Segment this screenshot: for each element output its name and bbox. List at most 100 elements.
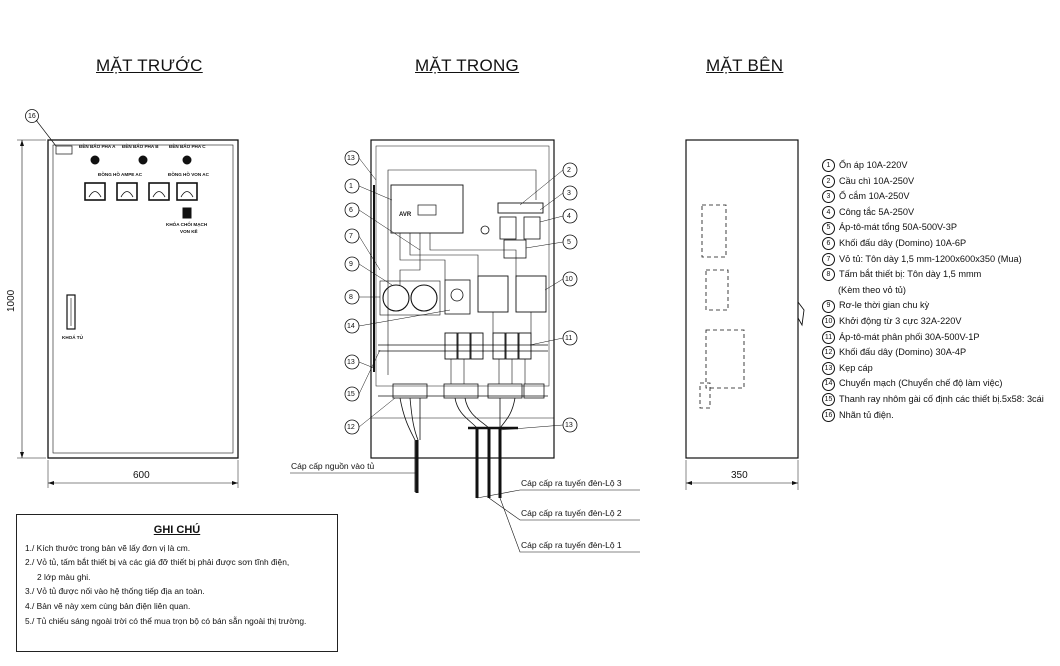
door-lock-icon <box>66 294 76 330</box>
callout-left-text: 7 <box>349 233 353 240</box>
callout-left-text: 9 <box>349 261 353 268</box>
legend-text: Công tắc 5A-250V <box>839 206 915 217</box>
note-item: 4./ Bản vẽ này xem cùng bản điện liên qu… <box>25 600 191 611</box>
cable-supply-label: Cáp cấp nguồn vào tủ <box>291 461 375 471</box>
contactor-k1 <box>477 275 509 313</box>
callout-right-text: 5 <box>567 239 571 246</box>
legend-text: Kẹp cáp <box>839 362 873 373</box>
front-lock-label: KHOÁ TỦ <box>62 335 83 340</box>
legend-text: Áp-tô-mát phân phối 30A-500V-1P <box>839 331 980 342</box>
callout-left-text: 12 <box>347 424 355 431</box>
legend-number: 16 <box>822 408 835 422</box>
note-item: 2./ Vỏ tủ, tấm bắt thiết bị và các giá đ… <box>25 557 290 568</box>
legend-text: Vỏ tủ: Tôn dày 1,5 mm-1200x600x350 (Mua) <box>839 253 1022 264</box>
front-lamp-c-label: ĐÈN BÁO PHA C <box>169 144 206 149</box>
legend-number: 15 <box>822 393 835 407</box>
front-door-inner <box>52 144 234 454</box>
cable-out2-label: Cáp cấp ra tuyến đèn-Lộ 2 <box>521 508 622 518</box>
legend-text: Nhãn tủ điện. <box>839 409 894 420</box>
callout-left-text: 8 <box>349 294 353 301</box>
note-item: 1./ Kích thước trong bản vẽ lấy đơn vị l… <box>25 542 191 553</box>
front-switch-label-2: VON KẾ <box>180 229 198 234</box>
legend-text: Rơ-le thời gian chu kỳ <box>839 300 930 311</box>
dim-width-side-label: 350 <box>731 470 748 481</box>
cable-out3-label: Cáp cấp ra tuyến đèn-Lộ 3 <box>521 478 622 488</box>
callouts-right <box>562 162 578 433</box>
side-handle <box>797 301 805 327</box>
legend-text: Cầu chì 10A-250V <box>839 175 915 186</box>
timer-relay-1 <box>382 284 410 312</box>
front-switch-label: KHÓA CHỐI MẠCH <box>166 222 208 227</box>
callout-right-text: 3 <box>567 190 571 197</box>
cable-out1-label: Cáp cấp ra tuyến đèn-Lộ 1 <box>521 540 622 550</box>
side-hidden-equipment <box>699 204 745 409</box>
legend-item: 5 Áp-tô-mát tổng 50A-500V-3P <box>822 220 1044 236</box>
title-side-view: MẶT BÊN <box>706 56 784 75</box>
legend-item: 15 Thanh ray nhôm gài cố định các thiết b… <box>822 392 1044 408</box>
legend-number: 1 <box>822 159 835 173</box>
legend-text: Thanh ray nhôm gài cố định các thiết bị.… <box>839 393 1044 404</box>
legend-text: Tấm bắt thiết bị: Tôn dày 1,5 mmm <box>839 269 982 280</box>
callout-right-text: 11 <box>565 335 573 342</box>
side-view <box>685 139 805 490</box>
legend-number: 11 <box>822 330 835 344</box>
notes-title: GHI CHÚ <box>153 524 201 536</box>
callout-right-text: 4 <box>567 213 571 220</box>
front-view <box>17 109 239 488</box>
distribution-breakers <box>444 332 532 360</box>
legend-item-continued: (Kèm theo vỏ tủ) <box>822 283 1044 299</box>
note-item-continued: 2 lớp màu ghi. <box>37 571 91 582</box>
avr-box <box>390 184 464 234</box>
callout-left-text: 13 <box>347 155 355 162</box>
legend-text: Khối đấu dây (Domino) 30A-4P <box>839 347 967 358</box>
outgoing-cables <box>399 397 518 498</box>
selector-switch <box>444 279 471 315</box>
note-item: 5./ Tủ chiếu sáng ngoài trời có thể mua … <box>25 615 307 626</box>
legend-number: 6 <box>822 237 835 251</box>
legend-item: 6 Khối đấu dây (Domino) 10A-6P <box>822 236 1044 252</box>
lamp-c-icon <box>182 155 192 165</box>
dim-height-label: 1000 <box>6 289 17 312</box>
legend-text: (Kèm theo vỏ tủ) <box>838 284 906 295</box>
front-lamp-b-label: ĐÈN BÁO PHA B <box>122 144 159 149</box>
legend-number: 5 <box>822 221 835 235</box>
legend-number: 3 <box>822 190 835 204</box>
legend-text: Khởi động từ 3 cực 32A-220V <box>839 315 962 326</box>
title-inside-view: MẶT TRONG <box>415 56 520 75</box>
legend-text: Áp-tô-mát tổng 50A-500V-3P <box>839 222 957 233</box>
front-cabinet-outline <box>47 139 239 459</box>
callout-right-text: 2 <box>567 167 571 174</box>
callout-16-circle <box>25 109 39 123</box>
note-item: 3./ Vỏ tủ được nối vào hệ thống tiếp địa… <box>25 586 205 597</box>
timer-relay-2 <box>410 284 438 312</box>
callout-16-text: 16 <box>28 113 36 120</box>
legend-item: 7 Vỏ tủ: Tôn dày 1,5 mm-1200x600x350 (Mua… <box>822 252 1044 268</box>
legend-text: Ổ cắm 10A-250V <box>839 191 910 202</box>
voltmeter-switch-icon <box>182 207 192 219</box>
legend-item: 3 Ổ cắm 10A-250V <box>822 189 1044 205</box>
lamp-b-icon <box>138 155 148 165</box>
callout-leaders-right <box>499 169 564 431</box>
meter-icons <box>84 182 198 201</box>
callout-leaders-left <box>358 157 451 428</box>
legend-item: 11 Áp-tô-mát phân phối 30A-500V-1P <box>822 330 1044 346</box>
callout-left-text: 15 <box>347 391 355 398</box>
nameplate-leader <box>35 119 57 147</box>
avr-label: AVR <box>399 212 412 218</box>
legend-text: Khối đấu dây (Domino) 10A-6P <box>839 237 967 248</box>
legend-number: 13 <box>822 362 835 376</box>
legend-item: 13 Kẹp cáp <box>822 361 1044 377</box>
legend-number: 7 <box>822 252 835 266</box>
lamp-a-icon <box>90 155 100 165</box>
contactor-k2 <box>515 275 547 313</box>
